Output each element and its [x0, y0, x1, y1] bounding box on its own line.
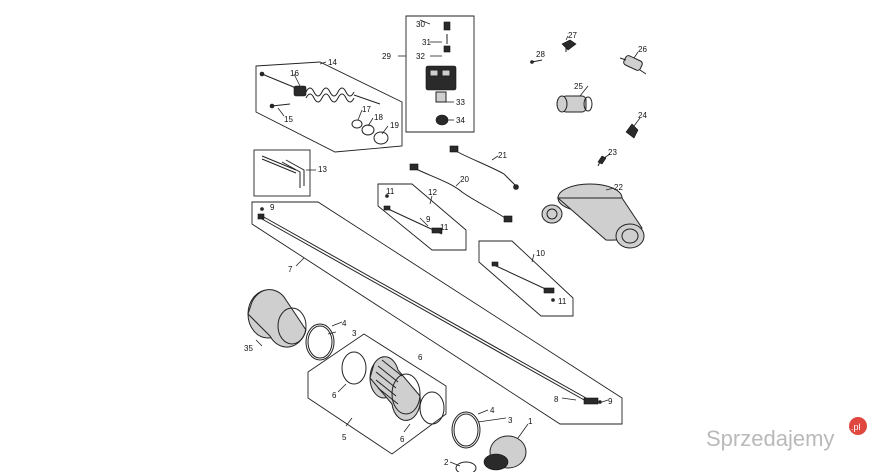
- group-box-29: [405, 15, 475, 133]
- group-box-13: [253, 149, 311, 197]
- watermark: Sprzedajemy .pl: [706, 417, 867, 451]
- callout-8: 8: [554, 395, 559, 404]
- callout-22: 22: [614, 183, 623, 192]
- filter-cartridge-part: [369, 356, 421, 421]
- hex-key-set-part: [261, 155, 305, 188]
- callout-32: 32: [416, 52, 425, 61]
- group-box-14: [255, 61, 403, 153]
- watermark-badge-icon: [849, 417, 867, 435]
- callout-11-c: 11: [558, 297, 567, 306]
- callout-24: 24: [638, 111, 647, 120]
- callout-4-b: 4: [490, 406, 495, 415]
- callout-9-b: 9: [270, 203, 275, 212]
- o-ring-17-18-19-part: [351, 119, 389, 145]
- valve-block-part: [425, 21, 457, 126]
- cable-21-part: [449, 145, 519, 190]
- fastener-28-part: [530, 59, 543, 64]
- callout-15: 15: [284, 115, 293, 124]
- clip-24-part: [625, 123, 639, 139]
- callout-20: 20: [460, 175, 469, 184]
- drum-housing-part: [541, 183, 645, 249]
- callout-25: 25: [574, 82, 583, 91]
- ring-3-lower-part: [451, 411, 481, 449]
- callout-33: 33: [456, 98, 465, 107]
- group-box-7-rod: [251, 201, 623, 425]
- callout-34: 34: [456, 116, 465, 125]
- rod-7-part: [257, 207, 602, 405]
- spring-assembly-part: [259, 71, 381, 109]
- callout-1: 1: [528, 417, 533, 426]
- callout-4-a: 4: [342, 319, 347, 328]
- callout-11-b: 11: [440, 223, 449, 232]
- callout-17: 17: [362, 105, 371, 114]
- callout-3-a: 3: [352, 329, 357, 338]
- callout-5: 5: [342, 433, 347, 442]
- callout-30: 30: [416, 20, 425, 29]
- callout-13: 13: [318, 165, 327, 174]
- callout-27: 27: [568, 31, 577, 40]
- callout-26: 26: [638, 45, 647, 54]
- callout-35: 35: [244, 344, 253, 353]
- seal-6-right-part: [419, 391, 445, 425]
- seal-6-left-part: [341, 351, 367, 385]
- callout-3-b: 3: [508, 416, 513, 425]
- callout-9-c: 9: [608, 397, 613, 406]
- sensor-26-part: [619, 55, 647, 75]
- cable-12-part: [383, 194, 443, 235]
- fastener-27-part: [561, 39, 577, 52]
- sleeve-35-part: [247, 289, 307, 348]
- callout-7: 7: [288, 265, 293, 274]
- callout-6-a: 6: [332, 391, 337, 400]
- callout-29: 29: [382, 52, 391, 61]
- leader-lines: [255, 19, 641, 467]
- callout-16: 16: [290, 69, 299, 78]
- fitting-25-part: [556, 95, 593, 113]
- watermark-text: Sprzedajemy: [706, 426, 834, 451]
- group-box-5-filter: [307, 333, 447, 455]
- callout-9-a: 9: [426, 215, 431, 224]
- callout-10: 10: [536, 249, 545, 258]
- callout-19: 19: [390, 121, 399, 130]
- callout-23: 23: [608, 148, 617, 157]
- watermark-suffix: .pl: [851, 422, 861, 432]
- callout-11-a: 11: [386, 187, 395, 196]
- callout-28: 28: [536, 50, 545, 59]
- clamp-2-part: [455, 461, 477, 472]
- group-box-10: [478, 240, 574, 317]
- cable-20-part: [409, 163, 513, 223]
- callout-2: 2: [444, 458, 449, 467]
- callout-21: 21: [498, 151, 507, 160]
- end-cap-1-part: [483, 435, 527, 471]
- callout-14: 14: [328, 58, 337, 67]
- callout-6-b: 6: [400, 435, 405, 444]
- callout-31: 31: [422, 38, 431, 47]
- group-box-12: [377, 183, 467, 251]
- callout-18: 18: [374, 113, 383, 122]
- callout-6-c: 6: [418, 353, 423, 362]
- callout-12: 12: [428, 188, 437, 197]
- cable-10-part: [491, 261, 555, 302]
- ring-3-upper-part: [305, 323, 335, 361]
